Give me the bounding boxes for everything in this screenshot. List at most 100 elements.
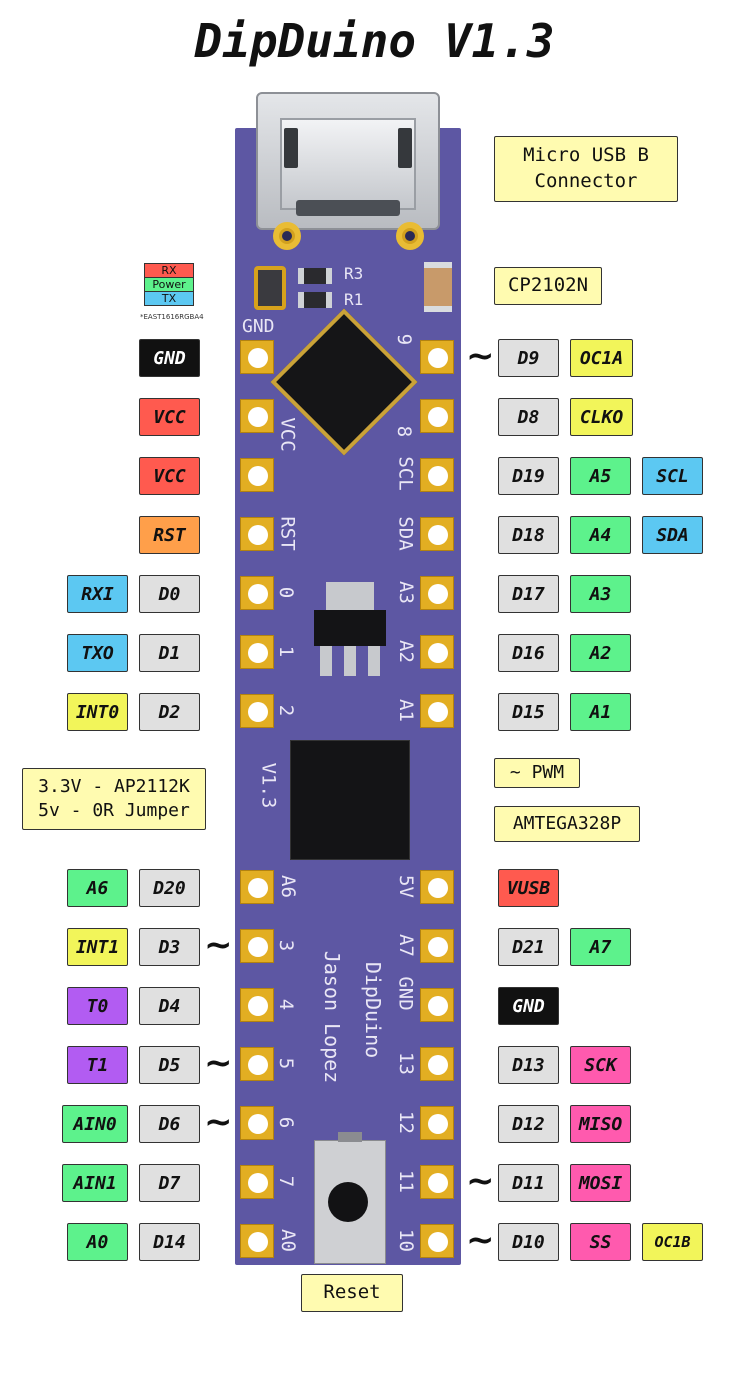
pad-right-d13 xyxy=(420,1047,454,1081)
reset-button[interactable] xyxy=(328,1182,368,1222)
usb-mount-tab-right xyxy=(396,222,424,250)
silk-a3: A3 xyxy=(394,581,417,604)
pad-left-d2 xyxy=(240,694,274,728)
resistor-r3 xyxy=(298,268,332,284)
pwm-tilde-d11: ~ xyxy=(466,1161,495,1201)
silk-pin-13: 13 xyxy=(394,1052,417,1075)
silk-pin-3: 3 xyxy=(275,939,298,952)
silk-pin-10: 10 xyxy=(394,1229,417,1252)
atmega328p-chip xyxy=(290,740,410,860)
label-d16: D16 xyxy=(498,634,559,672)
led-legend: RX Power TX xyxy=(144,263,194,306)
note-regulator: 3.3V - AP2112K 5v - 0R Jumper xyxy=(22,768,206,830)
label-t1: T1 xyxy=(67,1046,128,1084)
usb-receptacle xyxy=(280,118,416,210)
label-vusb: VUSB xyxy=(498,869,559,907)
silk-pin-1: 1 xyxy=(275,645,298,658)
label-int0: INT0 xyxy=(67,693,128,731)
label-d3: D3 xyxy=(139,928,200,966)
pad-right-d11 xyxy=(420,1165,454,1199)
label-d21: D21 xyxy=(498,928,559,966)
label-txo: TXO xyxy=(67,634,128,672)
silk-a0: A0 xyxy=(276,1229,299,1252)
label-d15: D15 xyxy=(498,693,559,731)
label-d8: D8 xyxy=(498,398,559,436)
silk-gnd-right: GND xyxy=(394,976,417,1011)
label-miso: MISO xyxy=(570,1105,631,1143)
label-d13: D13 xyxy=(498,1046,559,1084)
label-d14: D14 xyxy=(139,1223,200,1261)
silk-version: V1.3 xyxy=(257,762,280,809)
silk-author: Jason Lopez xyxy=(320,950,345,1084)
pad-left-vcc xyxy=(240,399,274,433)
silk-a1: A1 xyxy=(394,699,417,722)
pad-left-d4 xyxy=(240,988,274,1022)
pad-right-d16 xyxy=(420,635,454,669)
label-d1: D1 xyxy=(139,634,200,672)
label-d0: D0 xyxy=(139,575,200,613)
usb-port-slot xyxy=(296,200,400,216)
pad-right-d17 xyxy=(420,576,454,610)
label-d19: D19 xyxy=(498,457,559,495)
pad-left-rst xyxy=(240,517,274,551)
led-legend-power: Power xyxy=(144,277,194,292)
pad-right-d8 xyxy=(420,399,454,433)
label-ain0: AIN0 xyxy=(62,1105,128,1143)
silk-vcc: VCC xyxy=(276,417,299,452)
resistor-r1 xyxy=(298,292,332,308)
label-d6: D6 xyxy=(139,1105,200,1143)
silk-board-name: DipDuino xyxy=(361,961,386,1059)
label-d5: D5 xyxy=(139,1046,200,1084)
note-usb-line2: Connector xyxy=(534,170,638,192)
pad-right-d10 xyxy=(420,1224,454,1258)
label-a5: A5 xyxy=(570,457,631,495)
label-a4: A4 xyxy=(570,516,631,554)
pad-right-d15 xyxy=(420,694,454,728)
label-d11: D11 xyxy=(498,1164,559,1202)
label-scl: SCL xyxy=(642,457,703,495)
note-pwm: ~ PWM xyxy=(494,758,580,788)
silk-r3: R3 xyxy=(344,264,364,283)
note-regulator-line2: 5v - 0R Jumper xyxy=(38,800,190,821)
silk-gnd: GND xyxy=(242,316,275,337)
label-d17: D17 xyxy=(498,575,559,613)
label-d7: D7 xyxy=(139,1164,200,1202)
pad-right-d18 xyxy=(420,517,454,551)
pad-left-d6 xyxy=(240,1106,274,1140)
silk-pin-8: 8 xyxy=(393,425,416,438)
label-ss: SS xyxy=(570,1223,631,1261)
pad-left-d7 xyxy=(240,1165,274,1199)
label-t0: T0 xyxy=(67,987,128,1025)
pad-left-d3 xyxy=(240,929,274,963)
label-gnd: GND xyxy=(139,339,200,377)
label-a6: A6 xyxy=(67,869,128,907)
usb-shell-pin-right xyxy=(398,128,412,168)
label-d18: D18 xyxy=(498,516,559,554)
label-gnd-right: GND xyxy=(498,987,559,1025)
label-rst: RST xyxy=(139,516,200,554)
note-regulator-line1: 3.3V - AP2112K xyxy=(38,775,190,797)
note-usb-line1: Micro USB B xyxy=(523,144,649,167)
label-d4: D4 xyxy=(139,987,200,1025)
label-d12: D12 xyxy=(498,1105,559,1143)
label-rxi: RXI xyxy=(67,575,128,613)
label-a0: A0 xyxy=(67,1223,128,1261)
label-sck: SCK xyxy=(570,1046,631,1084)
rgb-led xyxy=(254,266,286,310)
pad-right-5v xyxy=(420,870,454,904)
silk-a6: A6 xyxy=(276,875,299,898)
pad-left-a0 xyxy=(240,1224,274,1258)
pad-left-d1 xyxy=(240,635,274,669)
silk-5v: 5V xyxy=(394,875,417,898)
label-oc1b: OC1B xyxy=(642,1223,703,1261)
label-a1: A1 xyxy=(570,693,631,731)
label-a7: A7 xyxy=(570,928,631,966)
reset-button-top xyxy=(338,1132,362,1142)
silk-pin-11: 11 xyxy=(394,1170,417,1193)
silk-pin-2: 2 xyxy=(275,704,298,717)
label-d9: D9 xyxy=(498,339,559,377)
label-d20: D20 xyxy=(139,869,200,907)
pad-left-a6 xyxy=(240,870,274,904)
usb-shell-pin-left xyxy=(284,128,298,168)
pad-right-d21 xyxy=(420,929,454,963)
